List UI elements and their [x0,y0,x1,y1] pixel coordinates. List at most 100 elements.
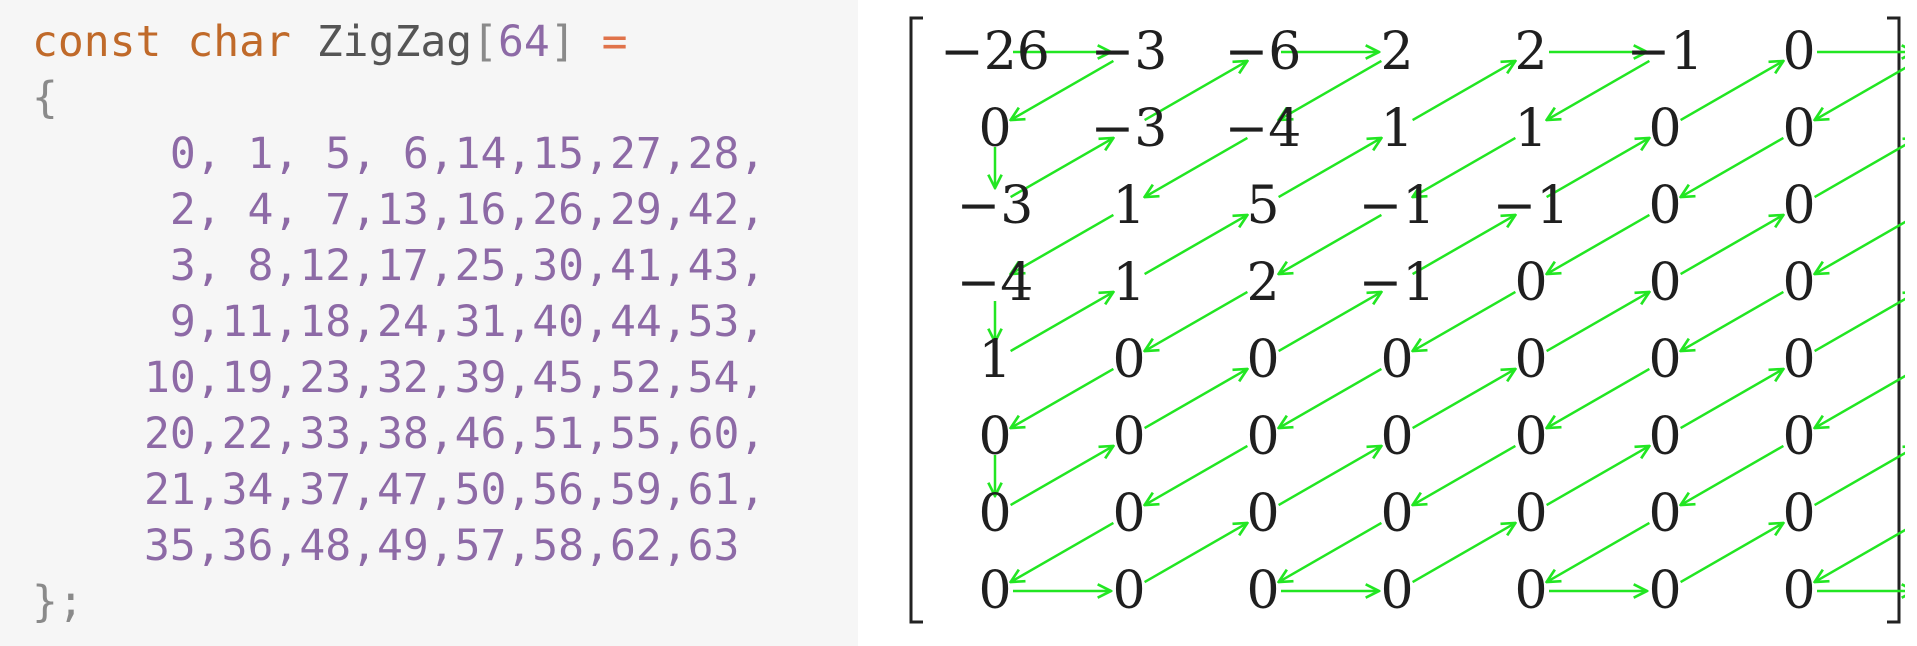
zigzag-arrow [1813,138,1905,199]
array-value: 53 [687,297,740,347]
matrix-cell: −1 [1359,253,1436,313]
matrix-cell: −6 [1225,22,1302,82]
comma: , [661,521,688,571]
array-value: 50 [454,465,507,515]
array-value: 9 [169,297,196,347]
comma: , [584,241,610,291]
size-close-bracket: ] [549,17,576,67]
array-value: 36 [221,521,274,571]
array-row-7: 35,36,48,49,57,58,62,63 [32,518,765,574]
comma: , [584,521,610,571]
zigzag-arrow [1279,367,1383,428]
matrix-cell: 0 [1782,22,1815,82]
array-value: 60 [687,409,740,459]
comma: , [351,465,377,515]
comma: , [195,297,222,347]
array-size: 64 [498,17,550,67]
array-value: 6 [402,129,429,179]
matrix-cell: 0 [1380,561,1413,621]
matrix-cell: 0 [978,561,1011,621]
zigzag-arrow [1277,292,1382,353]
matrix-cell: 2 [1246,253,1279,313]
matrix-cell: −26 [940,22,1050,82]
matrix-cell: 1 [1112,176,1145,236]
zigzag-arrow [1545,446,1650,507]
array-value: 35 [144,521,196,571]
matrix-cell: 0 [1246,330,1279,390]
zigzag-arrow [1143,215,1248,276]
zigzag-arrow [1813,446,1905,507]
zigzag-arrow [1815,374,1905,428]
matrix-cell: 0 [1782,330,1815,390]
zigzag-arrow [1413,136,1517,197]
zigzag-arrow [1411,61,1516,122]
array-value: 38 [376,409,429,459]
matrix-cell: 0 [1782,99,1815,159]
zigzag-arrow [1679,369,1784,430]
array-value: 32 [376,353,429,403]
zigzag-arrow [1411,523,1516,584]
array-row-1: 2,4,7,13,16,26,29,42, [32,182,765,238]
array-row-3: 9,11,18,24,31,40,44,53, [32,294,765,350]
comma: , [195,353,222,403]
matrix-cell: −4 [1225,99,1302,159]
zigzag-arrow [1009,138,1114,199]
code-panel: const char ZigZag[64] ={0,1,5,6,14,15,27… [0,0,858,646]
array-value: 14 [454,129,507,179]
array-value: 59 [609,465,662,515]
comma: , [739,409,766,459]
array-value: 57 [454,521,507,571]
comma: , [506,409,533,459]
array-value: 20 [144,409,196,459]
comma: , [506,185,533,235]
comma: , [661,185,688,235]
comma: , [195,409,222,459]
matrix-cell: 0 [1648,484,1681,544]
array-rows: 0,1,5,6,14,15,27,28,2,4,7,13,16,26,29,42… [32,126,765,574]
zigzag-arrow [1679,61,1784,122]
comma: , [661,129,688,179]
array-row-5: 20,22,33,38,46,51,55,60, [32,406,765,462]
array-value: 54 [687,353,740,403]
array-value: 19 [221,353,274,403]
comma: , [273,185,300,235]
comma: , [351,409,377,459]
zigzag-arrow [1547,213,1651,274]
array-value: 5 [325,129,352,179]
array-value: 42 [687,185,740,235]
keyword-char: char [187,17,291,67]
comma: , [273,241,300,291]
matrix-cell: 0 [1514,484,1547,544]
array-value: 7 [325,185,352,235]
matrix-cell: −3 [1091,99,1168,159]
comma: , [506,353,533,403]
open-brace: { [32,73,58,123]
comma: , [661,297,688,347]
assign-operator: = [601,17,628,67]
comma: , [584,185,610,235]
matrix-cell: 0 [1112,561,1145,621]
array-value: 15 [532,129,585,179]
matrix-cell: −1 [1627,22,1704,82]
array-row-2: 3,8,12,17,25,30,41,43, [32,238,765,294]
array-value: 40 [532,297,585,347]
comma: , [506,465,533,515]
matrix-cell: 0 [1380,407,1413,467]
matrix-cell: 0 [1112,484,1145,544]
array-value: 8 [247,241,274,291]
array-row-0: 0,1,5,6,14,15,27,28, [32,126,765,182]
comma: , [351,297,377,347]
array-value: 29 [609,185,662,235]
matrix-cell: 0 [978,484,1011,544]
comma: , [506,297,533,347]
array-value: 41 [609,241,662,291]
zigzag-arrow [1413,444,1517,505]
declaration-line: const char ZigZag[64] = [32,14,765,70]
array-value: 62 [609,521,662,571]
zigzag-arrow [1411,369,1516,430]
comma: , [739,297,766,347]
comma: , [739,353,766,403]
comma: , [584,409,610,459]
matrix-cell: 1 [978,330,1011,390]
array-value: 2 [169,185,196,235]
